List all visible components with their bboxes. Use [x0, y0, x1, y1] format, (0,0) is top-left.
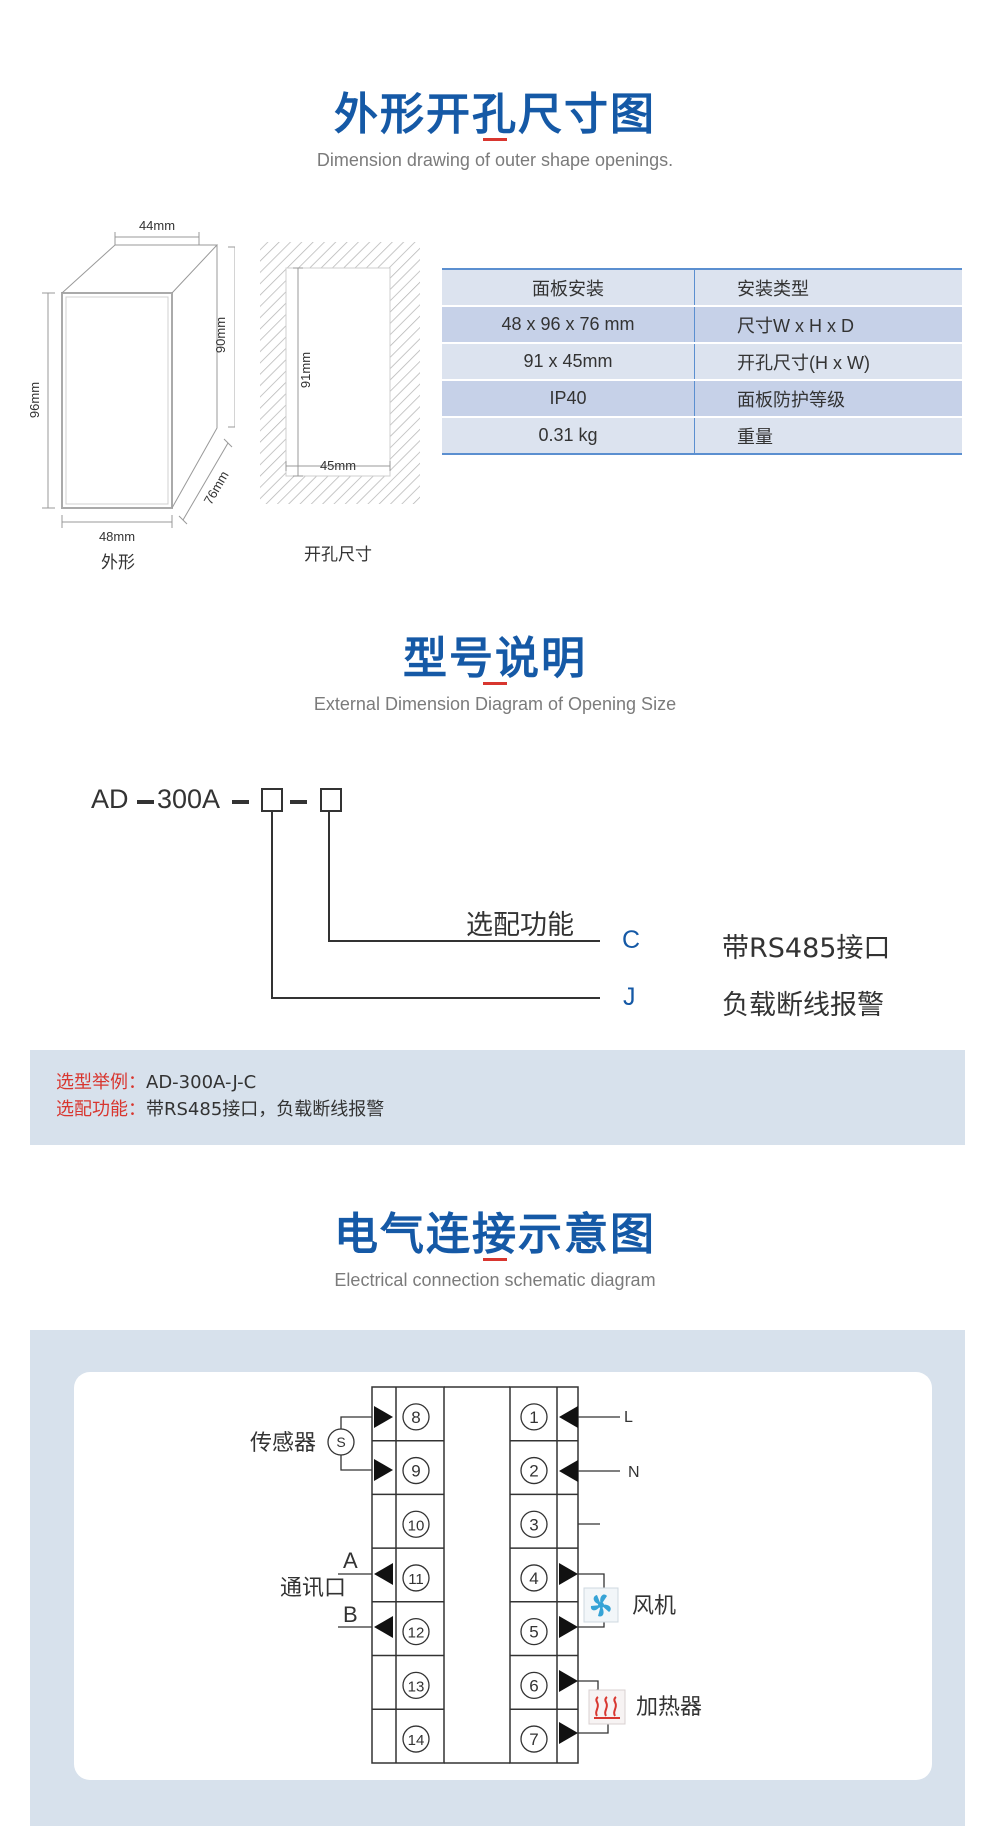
terminal-circle: [402, 1671, 430, 1699]
terminal-circle: [402, 1564, 430, 1592]
outline-bottom-width-label: 48mm: [99, 529, 135, 544]
terminal-circle: [520, 1403, 548, 1431]
terminal-circle: [520, 1564, 548, 1592]
terminal-circle: [520, 1510, 548, 1538]
terminal-circle: [520, 1725, 548, 1753]
table-cell: 重量: [694, 417, 962, 455]
model-dash: [290, 800, 307, 804]
selection-example-box: 选型举例：AD-300A-J-C 选配功能：带RS485接口，负载断线报警: [30, 1050, 965, 1145]
terminal-number: 4: [529, 1569, 538, 1588]
table-cell: 91 x 45mm: [442, 343, 695, 381]
terminal-number: 9: [411, 1462, 420, 1481]
cutout-dimension-drawing: 91mm 45mm: [260, 242, 420, 504]
terminal-number: 8: [411, 1408, 420, 1427]
option-desc-j: 负载断线报警: [722, 990, 884, 1021]
section3-title: 电气连接示意图: [334, 1209, 656, 1260]
comm-a-label: A: [343, 1548, 358, 1573]
table-cell: 48 x 96 x 76 mm: [442, 306, 695, 344]
terminal-number: 7: [529, 1730, 538, 1749]
section3-subtitle: Electrical connection schematic diagram: [334, 1270, 656, 1290]
sensor-symbol: S: [336, 1434, 345, 1450]
outline-top-width-label: 44mm: [139, 218, 175, 233]
terminal-number: 1: [529, 1408, 538, 1427]
fan-label: 风机: [632, 1593, 676, 1618]
cutout-width-label: 45mm: [320, 458, 356, 473]
table-row: 91 x 45mm 开孔尺寸(H x W): [442, 343, 962, 381]
table-row: 48 x 96 x 76 mm 尺寸W x H x D: [442, 306, 962, 344]
option-code-j: J: [623, 983, 636, 1011]
table-cell: IP40: [442, 380, 695, 418]
heater-icon: [588, 1689, 626, 1725]
terminal-circle: [402, 1725, 430, 1753]
model-dash: [137, 800, 154, 804]
section1-subtitle: Dimension drawing of outer shape opening…: [316, 150, 674, 170]
outline-caption: 外形: [101, 553, 135, 573]
model-prefix: AD: [91, 784, 129, 814]
terminal-number: 10: [408, 1517, 425, 1534]
table-row: IP40 面板防护等级: [442, 380, 962, 418]
option-code-c: C: [622, 926, 641, 954]
terminal-circle: [402, 1618, 430, 1646]
option-desc-c: 带RS485接口: [722, 933, 891, 964]
example-options-value: 带RS485接口，负载断线报警: [146, 1099, 385, 1120]
terminal-circle: [520, 1671, 548, 1699]
section1-title-underline: [483, 138, 507, 141]
table-cell: 安装类型: [694, 268, 962, 307]
heater-label: 加热器: [636, 1694, 702, 1719]
terminal-number: 5: [529, 1623, 538, 1642]
fan-icon: [583, 1587, 619, 1623]
table-cell: 面板防护等级: [694, 380, 962, 418]
option-heading: 选配功能: [466, 910, 574, 941]
example-options-label: 选配功能：: [56, 1099, 146, 1120]
table-cell: 面板安装: [442, 268, 695, 307]
terminal-number: 12: [408, 1625, 425, 1642]
section2-subtitle: External Dimension Diagram of Opening Si…: [313, 694, 677, 714]
power-l-label: L: [624, 1409, 633, 1426]
terminal-number: 2: [529, 1462, 538, 1481]
table-row: 面板安装 安装类型: [442, 268, 962, 307]
outline-left-height-label: 96mm: [27, 382, 42, 418]
outline-dimension-drawing: 44mm 96mm 90mm 76mm 48mm: [27, 218, 235, 544]
terminal-circle: [402, 1510, 430, 1538]
section2-title: 型号说明: [403, 633, 587, 684]
outline-right-height-label: 90mm: [213, 317, 228, 353]
wiring-card: [74, 1372, 932, 1780]
example-value: AD-300A-J-C: [146, 1072, 257, 1093]
model-option-box-2: [320, 788, 342, 812]
model-leader-lines: [271, 812, 600, 999]
terminal-circle: [520, 1456, 548, 1485]
terminal-number: 3: [529, 1515, 538, 1534]
section2-title-underline: [483, 682, 507, 685]
model-dash: [232, 800, 249, 804]
terminal-circle: [402, 1403, 430, 1431]
section3-title-underline: [483, 1258, 507, 1261]
model-series: 300A: [157, 784, 221, 814]
terminal-number: 13: [408, 1678, 425, 1695]
example-label: 选型举例：: [56, 1072, 146, 1093]
section1-title: 外形开孔尺寸图: [334, 89, 656, 140]
terminal-circle: [402, 1456, 430, 1485]
power-n-label: N: [628, 1464, 640, 1481]
table-row: 0.31 kg 重量: [442, 417, 962, 455]
model-option-box-1: [261, 788, 283, 812]
sensor-label: 传感器: [250, 1430, 316, 1455]
table-cell: 开孔尺寸(H x W): [694, 343, 962, 381]
cutout-height-label: 91mm: [298, 352, 313, 388]
terminal-circle: [520, 1618, 548, 1646]
table-cell: 0.31 kg: [442, 417, 695, 455]
terminal-number: 11: [408, 1571, 424, 1588]
comm-b-label: B: [343, 1602, 358, 1627]
terminal-number: 6: [529, 1676, 538, 1695]
comm-port-label: 通讯口: [280, 1575, 346, 1600]
spec-table: 面板安装 安装类型 48 x 96 x 76 mm 尺寸W x H x D 91…: [442, 268, 962, 455]
terminal-number: 14: [408, 1732, 425, 1749]
table-cell: 尺寸W x H x D: [694, 306, 962, 344]
cutout-caption: 开孔尺寸: [304, 545, 372, 565]
